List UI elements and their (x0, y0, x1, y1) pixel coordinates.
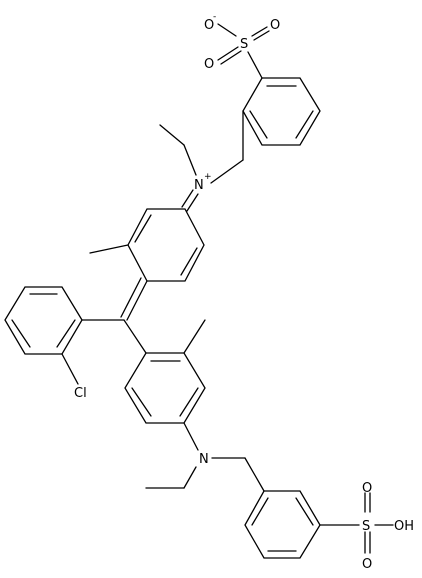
atom-s-top: S (240, 37, 248, 52)
ring-chlorophenyl-inner-2 (11, 319, 31, 348)
bond-exocyclic (126, 280, 148, 321)
ring-quinoid-inner-1 (180, 247, 198, 276)
atom-o-top-right: O (270, 18, 280, 33)
atom-o-bottom-down: O (362, 557, 372, 572)
bond-nplus-ring-double-2 (186, 193, 199, 212)
ring-aminophenyl (124, 352, 206, 424)
ring-aminophenyl-inner-2 (179, 387, 199, 417)
atom-o-top-left: O (204, 57, 214, 72)
ring-bottom-right-inner-1 (295, 497, 314, 526)
bond-ring-cl (61, 353, 79, 385)
bond-ethyl (159, 124, 185, 146)
bond-methyl-lower (183, 319, 206, 354)
ring-top-right (242, 77, 321, 146)
atom-labels: O - S O O N + Cl N O S OH O (74, 12, 414, 572)
ring-quinoid (127, 208, 205, 282)
charge-minus: - (213, 12, 216, 22)
atom-oh-bottom: OH (394, 519, 414, 534)
bond-ch2-ring (244, 457, 265, 492)
atom-o-bottom-up: O (362, 481, 372, 496)
ring-chlorophenyl-inner-3 (56, 319, 76, 348)
bond-o-s (217, 23, 237, 37)
atom-s-bottom: S (362, 519, 370, 534)
bond-s-o-double-left-2 (220, 50, 242, 65)
bond-nplus-ring-double (181, 189, 194, 208)
bond-n-ethyl (183, 466, 197, 489)
bond-s-ring (247, 51, 263, 79)
ring-chlorophenyl (4, 286, 83, 355)
bond-ring-n (183, 422, 199, 451)
bond-s-o-double-left (217, 46, 239, 61)
bond-exocyclic-2 (120, 277, 142, 318)
bond-nplus-ethyl (183, 144, 197, 176)
bond-s-o-double (251, 26, 268, 37)
atom-o-minus: O (204, 18, 214, 33)
atom-n-plus: N (194, 178, 204, 193)
ring-quinoid-inner-2 (134, 214, 152, 243)
bond-ch2-nplus (210, 159, 244, 184)
ring-aminophenyl-inner-3 (131, 387, 152, 417)
ring-bottom-right (244, 490, 321, 559)
charge-plus: + (204, 172, 212, 182)
ring-top-right-inner-3 (249, 110, 268, 139)
atom-n-bottom: N (199, 452, 209, 467)
ring-bottom-right-inner-3 (251, 497, 269, 526)
bonds (4, 23, 394, 559)
ring-top-right-inner-2 (295, 110, 314, 139)
bond-s-o-double-2 (253, 30, 270, 41)
bond-methyl-top (89, 244, 129, 254)
bond-central-lower (123, 319, 147, 354)
atom-cl: Cl (74, 386, 87, 401)
